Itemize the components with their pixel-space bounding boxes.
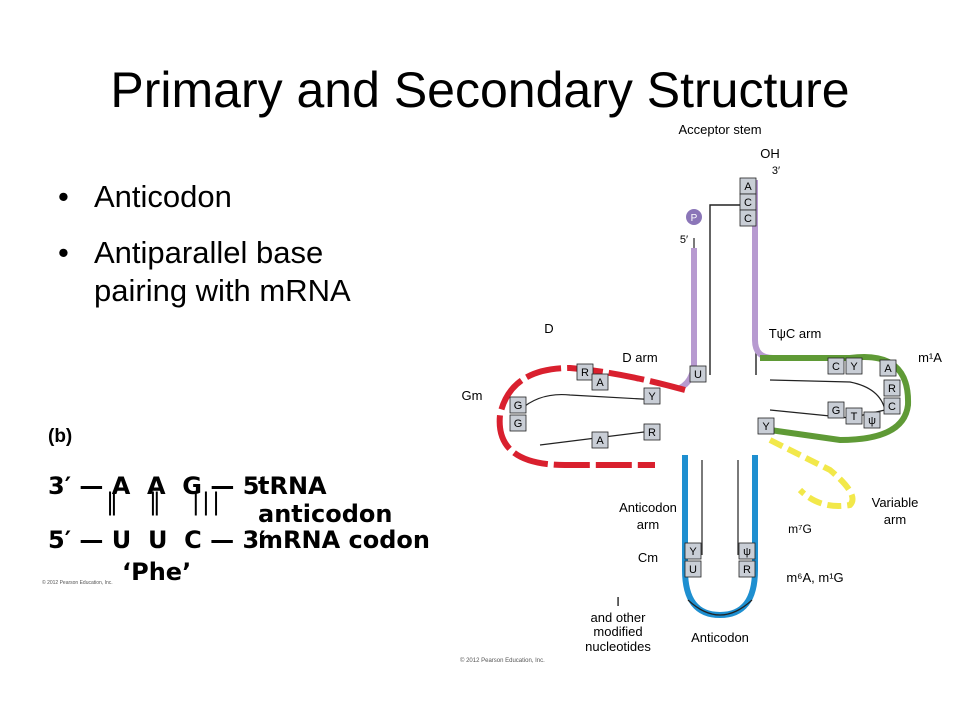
d-loop-base-box — [643, 387, 661, 405]
cm-label: Cm — [638, 550, 658, 565]
acceptor-base-box — [739, 209, 757, 227]
acceptor-stem-label: Acceptor stem — [678, 122, 761, 137]
panel-tag: (b) — [48, 426, 73, 447]
bullet-anticodon: •Anticodon — [58, 179, 232, 214]
variable-arm-strand — [768, 437, 856, 509]
acceptor-base: C — [744, 197, 752, 209]
mrna-codon-sequence: 5′ — U U C — 3′ — [48, 526, 266, 554]
anticodon-right-base-box — [738, 560, 756, 578]
t-arm-strand — [760, 354, 912, 444]
t-loop-top-base-box — [879, 359, 897, 377]
trna-anticodon-label: tRNA anticodon — [258, 472, 393, 528]
d-loop-inner-outline — [519, 393, 661, 411]
m7g-label: m⁷G — [788, 522, 812, 536]
t-loop-bottom-base: T — [851, 411, 858, 423]
d-loop-bottom-base: R — [648, 427, 656, 439]
t-loop-side-base-box — [883, 397, 901, 415]
anticodon-arm-label-2: arm — [637, 517, 659, 532]
t-loop-bottom-base-box — [863, 411, 881, 429]
trna-anticodon-sequence: 3′ — A A G — 5′ — [48, 472, 266, 500]
d-loop-bottom-base-box — [591, 431, 609, 449]
amino-acid-label: ‘Phe’ — [122, 558, 192, 586]
gm-label: Gm — [462, 388, 483, 403]
anticodon-left-base-box — [684, 560, 702, 578]
modified-nucleotides-label-2: modified — [593, 624, 642, 639]
acceptor-base: A — [744, 181, 752, 193]
anticodon-arm-label-1: Anticodon — [619, 500, 677, 515]
t-loop-bottom-base: G — [832, 405, 841, 417]
t-loop-top-base: Y — [850, 361, 858, 373]
d-loop-bottom-base: A — [596, 435, 604, 447]
t-loop-y-base: Y — [762, 421, 770, 433]
anticodon-right-base-box — [738, 542, 756, 560]
anticodon-right-base: R — [743, 564, 751, 576]
anticodon-arm-strand — [682, 455, 758, 619]
t-loop-side-base: C — [888, 401, 896, 413]
bullet-text: Antiparallel base pairing with mRNA — [94, 235, 351, 308]
d-loop-base-box — [689, 365, 707, 383]
mrna-codon-label: mRNA codon — [258, 526, 430, 554]
anticodon-bracket — [687, 599, 753, 616]
t-loop-top-base: C — [832, 361, 840, 373]
t-loop-bottom-base-box — [845, 407, 863, 425]
t-loop-bottom-base: ψ — [868, 415, 876, 427]
variable-arm-label-1: Variable — [872, 495, 919, 510]
d-loop-base: U — [694, 369, 702, 381]
inosine-label: I — [616, 594, 620, 609]
bullet-list: •Anticodon •Antiparallel base pairing wi… — [58, 178, 398, 328]
modified-nucleotides-label-1: and other — [591, 610, 647, 625]
anticodon-stem-outline — [701, 460, 739, 555]
oh-label: OH — [760, 146, 780, 161]
trna-labels: Acceptor stem OH 3′ 5′ D D arm Gm TψC ar… — [460, 122, 942, 664]
m6a-m1g-label: m⁶A, m¹G — [786, 570, 843, 585]
bullet-antiparallel: •Antiparallel base pairing with mRNA — [58, 235, 351, 308]
trna-structure: P — [496, 180, 912, 619]
anticodon-right-base: ψ — [743, 546, 751, 558]
trna-copyright: © 2012 Pearson Education, Inc. — [460, 657, 545, 664]
modified-nucleotides-label-3: nucleotides — [585, 639, 651, 654]
d-loop-bottom-base-box — [643, 423, 661, 441]
t-loop-side-base-box — [883, 379, 901, 397]
gm-base: G — [514, 418, 523, 430]
anticodon-label: Anticodon — [691, 630, 749, 645]
anticodon-left-base: U — [689, 564, 697, 576]
d-label: D — [544, 321, 553, 336]
base-pair-bonds: ‖ ‖ ||| — [106, 488, 223, 516]
t-loop-top-base-box — [827, 357, 845, 375]
t-loop-side-base: R — [888, 383, 896, 395]
t-loop-bottom-base-box — [827, 401, 845, 419]
d-loop-base-box — [576, 363, 594, 381]
t-loop-top-base: A — [884, 363, 892, 375]
slide-title: Primary and Secondary Structure — [110, 62, 850, 118]
three-prime-label: 3′ — [772, 165, 780, 177]
gm-base-box — [509, 414, 527, 432]
d-loop-base: Y — [648, 391, 656, 403]
d-arm-strand — [496, 364, 686, 468]
phosphate-icon — [686, 209, 702, 225]
acceptor-stem-outline — [709, 204, 757, 375]
panel-copyright: © 2012 Pearson Education, Inc. — [42, 580, 113, 586]
bullet-text: Anticodon — [94, 179, 232, 214]
d-arm-label: D arm — [622, 350, 657, 365]
variable-arm-label-2: arm — [884, 512, 906, 527]
m1a-label: m¹A — [918, 350, 942, 365]
d-loop-base: R — [581, 367, 589, 379]
five-prime-label: 5′ — [680, 234, 688, 246]
acceptor-base: C — [744, 213, 752, 225]
gm-base-box — [509, 396, 527, 414]
codon-pairing-panel: (b) 3′ — A A G — 5′ tRNA anticodon ‖ ‖ |… — [38, 420, 468, 600]
phosphate-label: P — [691, 213, 698, 224]
t-loop-top-base-box — [845, 357, 863, 375]
anticodon-left-base: Y — [689, 546, 697, 558]
anticodon-left-base-box — [684, 542, 702, 560]
tpsic-arm-label: TψC arm — [769, 326, 822, 341]
t-loop-y-base-box — [757, 417, 775, 435]
d-loop-base-box — [591, 373, 609, 391]
d-loop-base: A — [596, 377, 604, 389]
gm-base: G — [514, 400, 523, 412]
